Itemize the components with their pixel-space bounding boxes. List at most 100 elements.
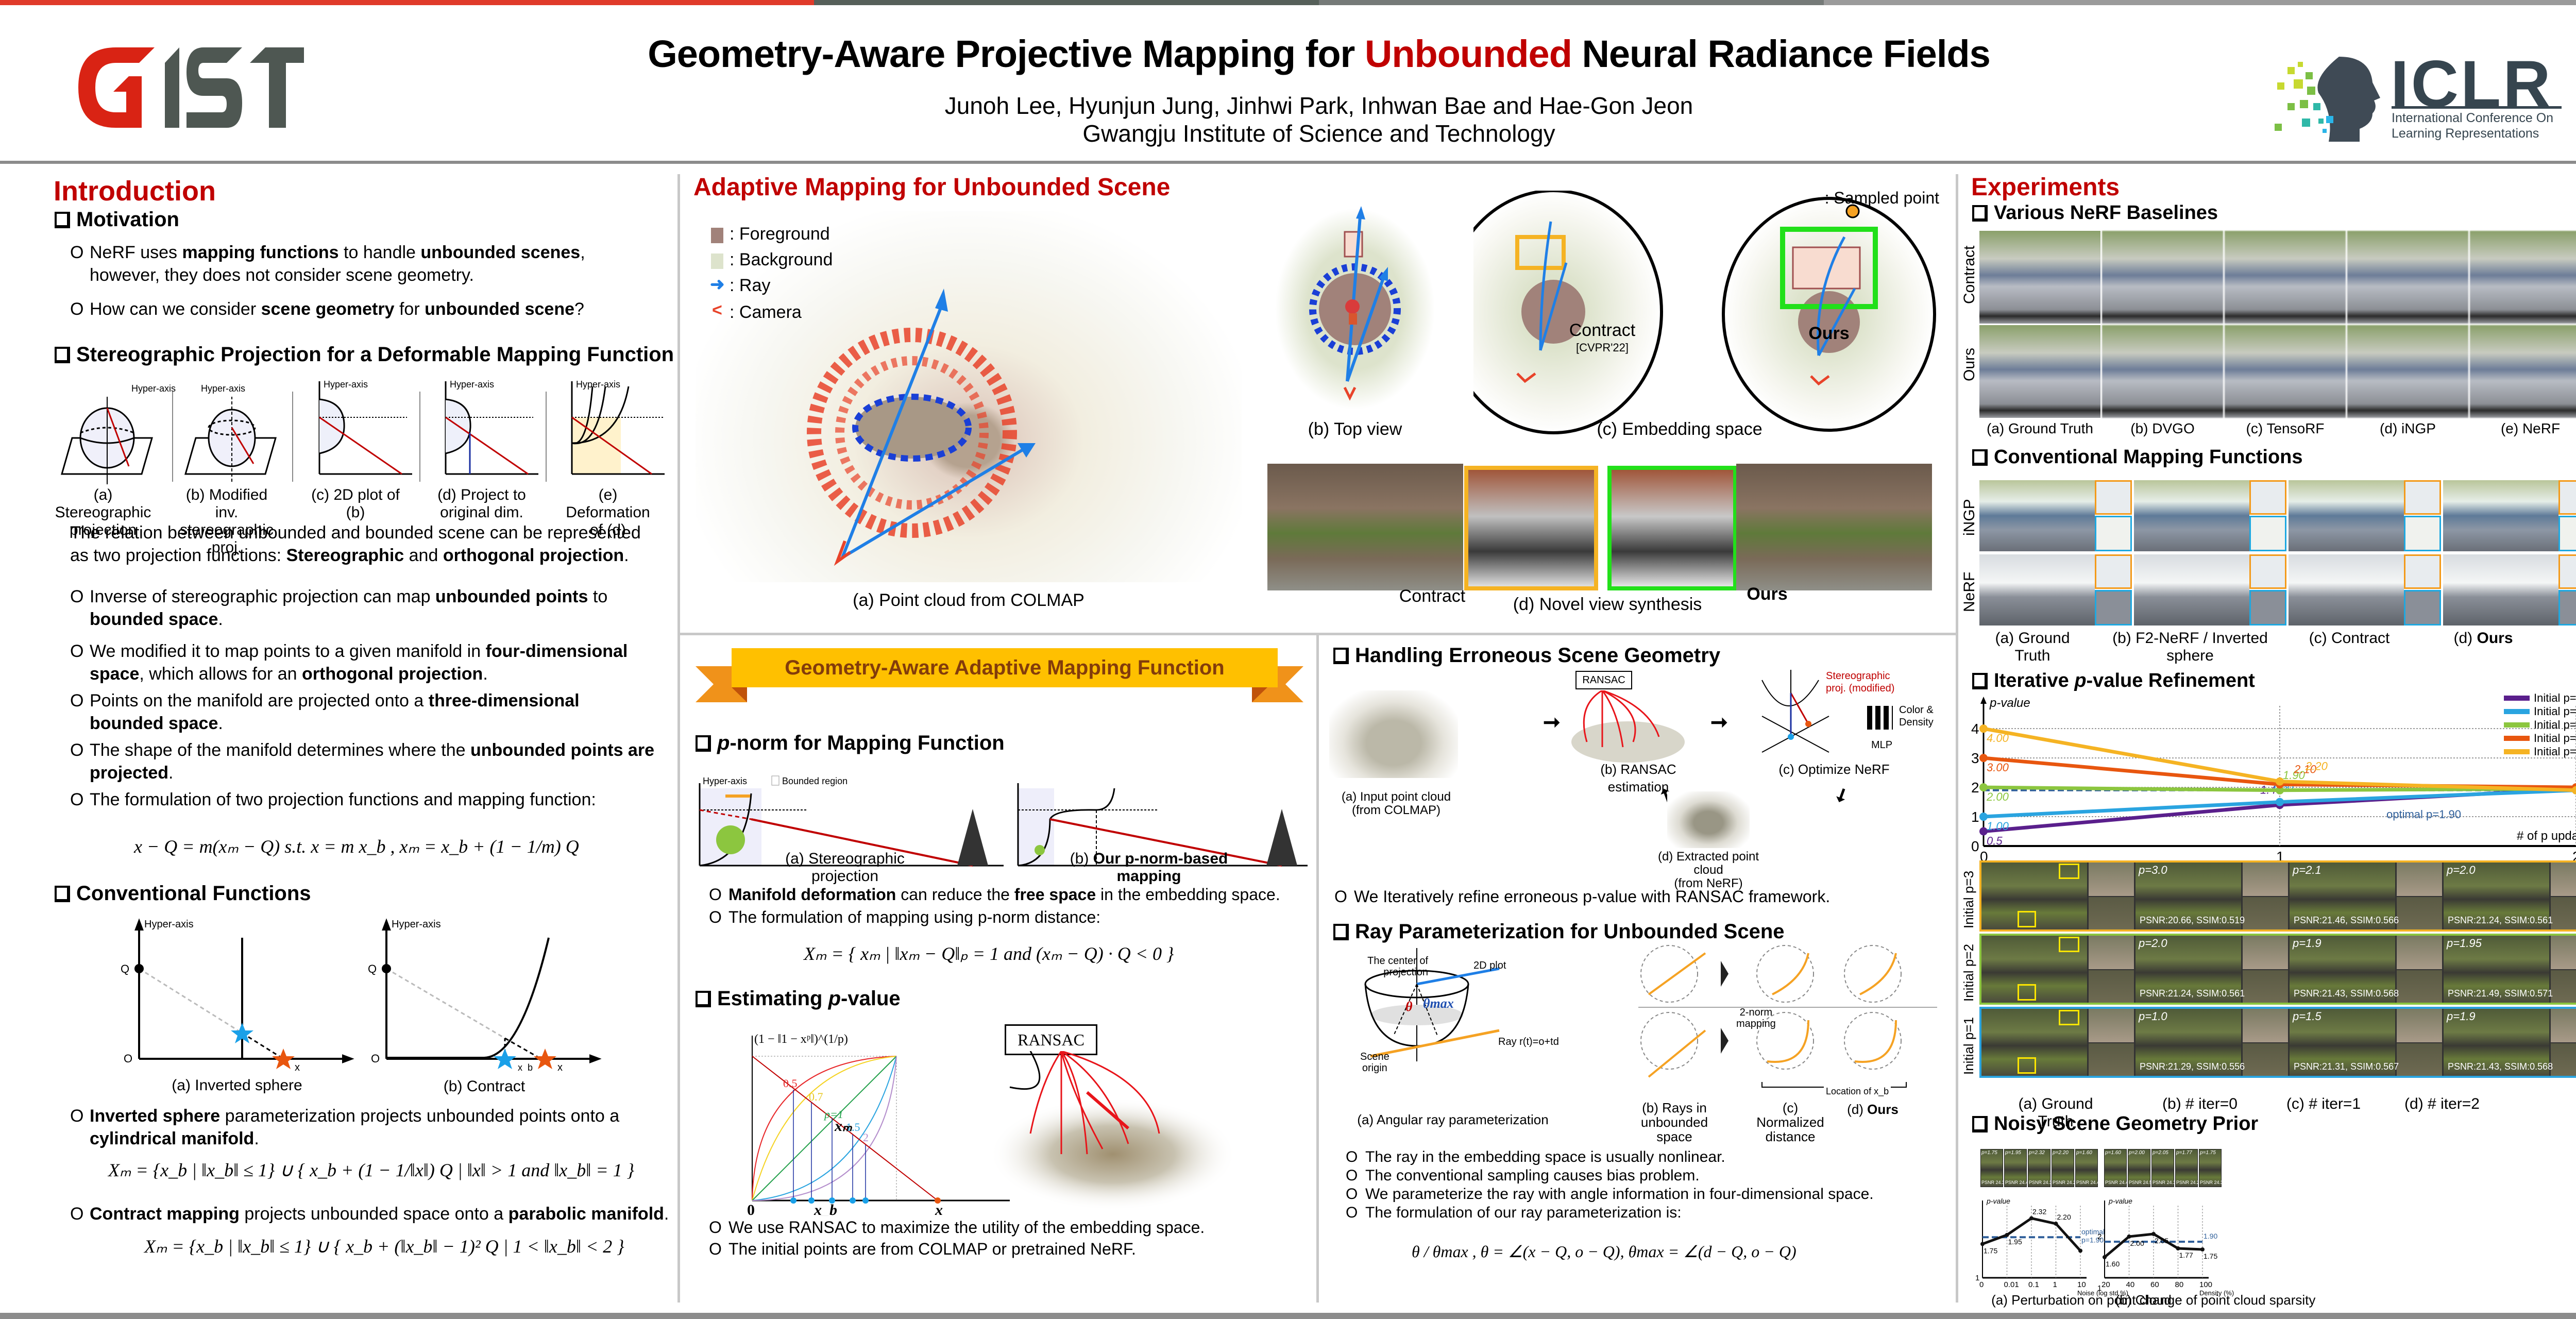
iteration-zoom-crop: [2551, 1043, 2576, 1076]
eiffel-tower-icon: [1266, 809, 1297, 866]
diagram-d: [419, 381, 538, 482]
point-cloud-caption: (a) Point cloud from COLMAP: [853, 590, 1084, 610]
data-point: [1979, 724, 1988, 733]
p-value-tag: p=2.0: [2447, 864, 2476, 876]
thumb-psnr-label: PSNR 24.45: [2005, 1180, 2031, 1185]
stereo-caption-b: (b) Modified inv.stereographic proj.: [180, 486, 274, 556]
legend-swatch: [2504, 709, 2530, 714]
bullet-marker: O: [709, 1240, 722, 1258]
iter-caption-d: (d) # iter=2: [2404, 1095, 2480, 1112]
noisy-caption-b: (b) Change of point cloud sparsity: [2115, 1292, 2316, 1308]
curve-p1: [752, 1056, 897, 1201]
mapping-row-ingp: iNGP: [1961, 499, 1978, 536]
baselines-row-contract: Contract: [1961, 245, 1978, 304]
data-label: 2.05: [2155, 1237, 2168, 1245]
bounded-star-icon: [231, 1023, 253, 1043]
iteration-zoom-crop: [2397, 970, 2442, 1003]
ransac-pointcloud: [989, 1051, 1236, 1211]
curve-p05: [752, 1056, 897, 1201]
checkbox-icon: [1972, 1115, 1988, 1132]
mapping-row-nerf: NeRF: [1961, 571, 1978, 612]
poster-title: Geometry-Aware Projective Mapping for Un…: [648, 32, 1991, 75]
zoom-crop-blue: [2558, 516, 2576, 551]
legend-label: Initial p=0.5: [2534, 691, 2576, 704]
x-tick-label: 10: [2077, 1280, 2086, 1289]
strip-dark: [814, 0, 1319, 5]
data-point: [2276, 798, 2284, 806]
x-tick-label: 1: [2276, 849, 2284, 860]
x-tick-label: 80: [2175, 1280, 2184, 1289]
theta-label: θ: [1405, 999, 1413, 1014]
thumb-p-label: p=2.05: [2153, 1150, 2168, 1156]
psnr-ssim-label: PSNR:21.49, SSIM:0.571: [2448, 988, 2553, 999]
zoom-crop-orange: [2404, 480, 2441, 515]
strip-red: [0, 0, 814, 5]
data-point: [2176, 1246, 2180, 1250]
legend-label: Initial p=1: [2534, 705, 2576, 718]
zoom-crop-orange: [2558, 554, 2576, 589]
thumb-p-label: p=2.32: [2029, 1150, 2045, 1156]
x-label: x: [295, 1062, 300, 1072]
data-label: 1.75: [2204, 1252, 2217, 1260]
handling-heading: Handling Erroneous Scene Geometry: [1333, 644, 1720, 667]
diagram-c: [292, 381, 412, 482]
highlight-box: [2018, 984, 2036, 1001]
experiments-title: Experiments: [1971, 174, 2120, 201]
data-label: 2.10: [2294, 763, 2317, 775]
theta-max-label: θmax: [1423, 996, 1454, 1011]
y-tick-label: 2: [2097, 1232, 2102, 1241]
mlp-label: MLP: [1871, 739, 1893, 751]
relation-paragraph: The relation between unbounded and bound…: [70, 523, 641, 565]
contract-crop: [1464, 466, 1598, 590]
pnorm-equation: Xₘ = { xₘ | ‖xₘ − Q‖ₚ = 1 and (xₘ − Q) ·…: [804, 943, 1174, 964]
iteration-zoom-crop: [2397, 1009, 2442, 1042]
conventional-diagrams: Hyper-axis Hyper-axis Q Q O O x x x_b: [121, 918, 602, 1072]
data-label: 2.00: [1986, 790, 2009, 803]
inverted-sphere-equation: Xₘ = {x_b | ‖x_b‖ ≤ 1} ∪ { x_b + (1 − 1/…: [108, 1160, 635, 1180]
iteration-zoom-crop: [2243, 1009, 2288, 1042]
legend-label: Initial p=2: [2534, 718, 2576, 731]
data-point: [2029, 1216, 2033, 1221]
q-label: Q: [368, 962, 377, 975]
top-color-strip: [0, 0, 2576, 5]
thumb-p-label: p=2.00: [2129, 1150, 2145, 1156]
baseline-render-image: [1979, 231, 2100, 324]
curve-p15: [752, 1056, 897, 1201]
extracted-point-cloud: [1667, 791, 1750, 848]
data-label: 1.95: [2008, 1238, 2022, 1246]
diagram-a: [61, 397, 153, 484]
gaam-banner: Geometry-Aware Adaptive Mapping Function: [696, 648, 1303, 700]
ray-caption-a: (a) Angular ray parameterization: [1357, 1112, 1549, 1127]
checkbox-icon: [55, 885, 70, 902]
data-point: [2572, 786, 2576, 794]
arrow-down-icon: ➞: [1829, 784, 1855, 807]
contract-unbounded-star-icon: [534, 1049, 556, 1069]
iteration-render-image: [1981, 863, 2087, 929]
data-label: 1.00: [1987, 820, 2009, 833]
top-view-caption: (b) Top view: [1308, 419, 1402, 439]
y-tick-label: 0: [1971, 838, 1979, 854]
camera-icon: <: [712, 300, 722, 320]
p-value-tag: p=1.9: [2293, 937, 2321, 950]
y-axis-label: (1 − ‖1 − xᵖ‖)^(1/p): [754, 1033, 848, 1046]
iteration-zoom-crop: [2397, 897, 2442, 929]
noisy-thumbnail-image: [2175, 1149, 2198, 1187]
conventional-heading: Conventional Functions: [55, 882, 311, 905]
zoom-crop-orange: [2249, 554, 2286, 589]
baseline-render-image: [2102, 325, 2223, 418]
zoom-crop-blue: [2095, 590, 2132, 625]
estimating-bullet-2: The initial points are from COLMAP or pr…: [728, 1240, 1136, 1258]
ours-crop: [1607, 466, 1737, 590]
iteration-render-image: [2290, 1009, 2395, 1076]
highlight-box: [2059, 1010, 2079, 1025]
axis-label: Hyper-axis: [703, 776, 747, 786]
data-label: 1.90: [2283, 769, 2306, 782]
legend-label: Initial p=4: [2534, 745, 2576, 758]
background-swatch: [711, 253, 723, 269]
y-tick-label: 4: [1971, 721, 1979, 737]
